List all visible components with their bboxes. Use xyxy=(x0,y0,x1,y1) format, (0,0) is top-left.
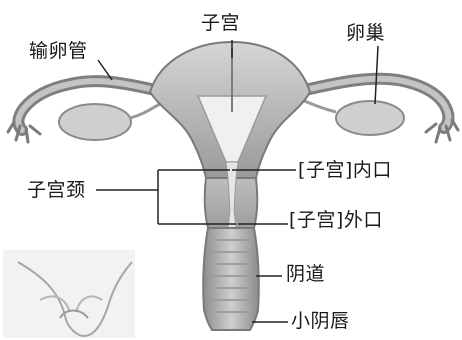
label-ovary: 卵巢 xyxy=(346,24,385,43)
pelvis-inset xyxy=(3,250,135,338)
left-ovary xyxy=(59,104,131,140)
label-fallopian-tube: 输卵管 xyxy=(29,42,88,61)
vagina-body xyxy=(203,228,259,330)
uterus-body xyxy=(150,42,310,178)
label-labia-minora: 小阴唇 xyxy=(291,312,350,331)
right-ovary xyxy=(336,101,404,135)
label-uterus: 子宫 xyxy=(201,14,240,33)
label-vagina: 阴道 xyxy=(286,265,325,284)
label-internal-os: [子宫]内口 xyxy=(298,161,392,180)
label-cervix: 子宫颈 xyxy=(27,181,86,200)
label-external-os: [子宫]外口 xyxy=(289,211,383,230)
